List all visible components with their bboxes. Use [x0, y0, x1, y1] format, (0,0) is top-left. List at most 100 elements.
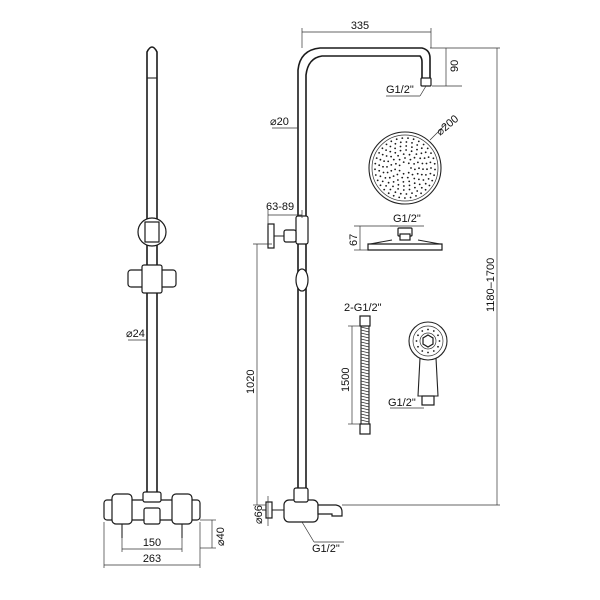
hand-nozzle: [432, 330, 435, 332]
side-slide-holder: [295, 268, 309, 292]
side-riser-pipe-inner: [305, 55, 423, 505]
shower-nozzle: [398, 169, 401, 172]
shower-nozzle: [410, 167, 412, 169]
shower-nozzle: [429, 161, 432, 164]
shower-nozzle: [374, 174, 377, 176]
hand-nozzle: [427, 328, 429, 331]
side-pipe-sleeve: [295, 215, 309, 245]
shower-nozzle: [386, 171, 389, 174]
arm-thread-label: G1/2": [386, 84, 414, 96]
hose-coil-segment: [360, 335, 370, 339]
shower-nozzle: [381, 147, 384, 150]
bar-height-label: 1020: [245, 370, 257, 394]
hose-coil-segment: [360, 344, 370, 348]
shower-nozzle: [420, 192, 422, 195]
shower-nozzle: [418, 183, 421, 186]
shower-head-elevation: G1/2" 67: [348, 213, 443, 251]
shower-nozzle: [392, 181, 395, 183]
head-ball-joint: [399, 233, 411, 241]
shower-nozzle: [385, 143, 388, 146]
hand-shower-hex-center: [422, 334, 434, 348]
shower-nozzle: [416, 144, 419, 146]
hand-shower-head: [408, 321, 448, 361]
shower-nozzle: [409, 158, 412, 161]
shower-nozzle: [394, 142, 397, 145]
front-mixer-outlet: [143, 507, 161, 525]
hand-nozzle: [427, 351, 429, 354]
shower-nozzle: [425, 162, 428, 165]
hose-coil-segment: [360, 326, 370, 330]
shower-nozzle: [408, 153, 411, 156]
shower-nozzle: [426, 147, 429, 150]
shower-nozzle: [398, 196, 401, 199]
shower-nozzle: [402, 189, 405, 191]
shower-nozzle: [387, 160, 390, 163]
hose-coil-segment: [360, 419, 370, 423]
shower-arm-outlet: [420, 77, 432, 87]
hand-shower-handle: [417, 357, 439, 397]
hand-nozzle: [432, 350, 435, 352]
shower-nozzle: [397, 188, 399, 190]
shower-nozzle: [378, 169, 381, 172]
hand-shower: G1/2": [388, 321, 448, 409]
shower-nozzle: [395, 162, 397, 165]
shower-nozzle: [390, 169, 393, 172]
hose-coil-segment: [360, 410, 370, 414]
shower-nozzle: [382, 165, 384, 168]
shower-nozzle: [382, 171, 385, 174]
handset-thread-label: G1/2": [388, 397, 416, 409]
shower-nozzle: [389, 150, 392, 153]
shower-nozzle: [390, 140, 393, 143]
shower-nozzle: [413, 156, 416, 159]
head-taper-left: [369, 239, 393, 245]
hand-shower-thread-end: [421, 395, 435, 406]
hose-coil-segment: [360, 398, 370, 402]
hose-coil-segment: [360, 359, 370, 363]
shower-nozzle: [392, 194, 395, 197]
hose-coil-segment: [360, 365, 370, 369]
spout-thread-label: G1/2": [312, 543, 340, 555]
hose-coil-segment: [360, 401, 370, 405]
hose-coil-segment: [360, 347, 370, 351]
shower-nozzle: [405, 149, 407, 151]
front-bracket-clamp: [144, 221, 160, 243]
shower-nozzle: [394, 168, 396, 171]
hand-nozzle: [415, 340, 418, 342]
riser-diameter-label: ⌀24: [126, 328, 145, 340]
shower-nozzle: [428, 184, 431, 187]
shower-nozzle: [383, 160, 385, 163]
hose-coil-segment: [360, 386, 370, 390]
side-bracket-collar: [283, 229, 297, 243]
shower-nozzle: [413, 182, 416, 185]
shower-nozzle: [419, 157, 422, 160]
head-taper-right: [417, 239, 441, 245]
shower-nozzle: [433, 174, 435, 177]
front-view: 150 263 ⌀40 ⌀24: [103, 46, 227, 568]
hose-coil-segment: [360, 353, 370, 357]
shower-nozzle: [420, 152, 423, 155]
hose-coil-segment: [360, 362, 370, 366]
front-riser-pipe: [146, 46, 158, 500]
shower-nozzle: [408, 184, 411, 187]
shower-hose: 2-G1/2" 1500: [340, 302, 382, 435]
shower-nozzle: [424, 151, 427, 154]
shower-nozzle: [417, 140, 420, 143]
shower-nozzle: [404, 157, 406, 159]
shower-nozzle: [417, 161, 419, 164]
shower-nozzle: [410, 150, 413, 153]
side-riser-pipe: [297, 47, 431, 505]
pipe-diameter-label: ⌀20: [270, 116, 289, 128]
shower-nozzle: [402, 172, 405, 175]
hose-coil-segment: [360, 371, 370, 375]
shower-nozzle: [404, 197, 406, 199]
shower-nozzle: [395, 138, 398, 141]
shower-nozzle: [399, 149, 402, 152]
shower-nozzle: [411, 192, 413, 195]
shower-nozzle: [413, 163, 415, 165]
hand-shower-nozzles: [415, 328, 441, 354]
shower-nozzle: [412, 138, 415, 141]
head-thread-label: G1/2": [393, 213, 421, 225]
shower-nozzle: [399, 192, 402, 195]
hand-nozzle: [417, 345, 419, 348]
hand-nozzle: [437, 345, 439, 348]
